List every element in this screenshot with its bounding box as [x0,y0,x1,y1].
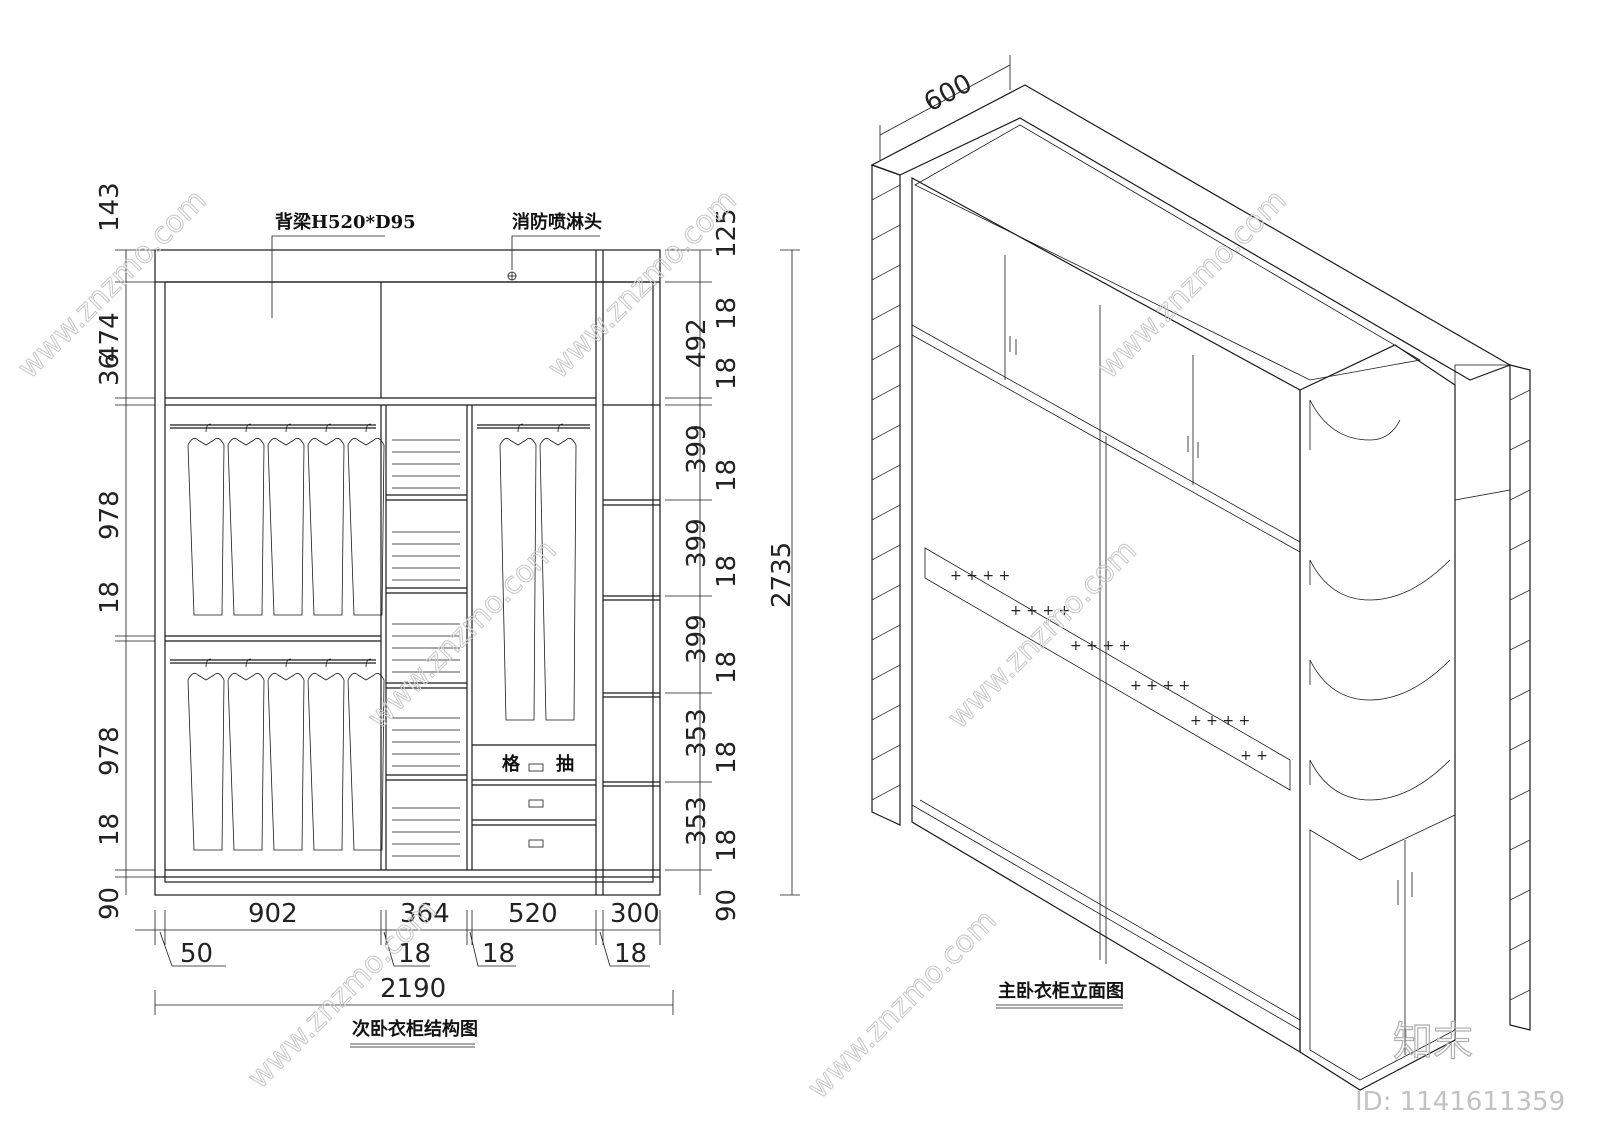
watermark-3: www.znzmo.com [1091,183,1294,386]
dim-bottom-5: 50 [180,939,213,969]
dim-left-2: 474 [95,312,125,362]
dim-right-2: 18 [712,297,742,330]
dim-right-3: 492 [682,318,712,368]
dim-right-7: 399 [682,518,712,568]
decorative-strip [924,547,1291,791]
dim-left-6: 978 [95,726,125,776]
dim-total-height: 2735 [767,542,797,608]
watermark-4: www.znzmo.com [361,533,564,736]
dim-right-6: 18 [712,459,742,492]
left-drawing-title: 次卧衣柜结构图 [352,1018,478,1040]
dim-total-width: 2190 [380,974,446,1004]
right-wall [1509,364,1531,1031]
left-wall [871,164,901,826]
image-id: ID: 1141611359 [1355,1087,1565,1117]
beam-label: 背梁H520*D95 [275,211,416,233]
structural-column [1454,364,1511,501]
dim-left-5: 18 [95,581,125,614]
wardrobe-structure-elevation: 背梁H520*D95 消防喷淋头 格 抽 143 474 36 978 18 9… [95,182,800,1048]
dim-left-7: 18 [95,813,125,846]
dim-bottom-7: 18 [482,939,515,969]
watermark-7: www.znzmo.com [801,903,1004,1106]
dim-right-5: 399 [682,424,712,474]
dim-left-8: 90 [95,887,125,920]
left-dimension-chain: 143 474 36 978 18 978 18 90 [95,182,155,920]
svg-text:+ + + +: + + + + [950,568,1010,584]
bottom-dimension-chain: 902 364 520 300 50 18 18 18 2190 [135,899,674,1015]
cabinet-inner-outline [164,281,654,883]
dim-bottom-3: 520 [508,899,558,929]
svg-text:+ +: + + [1240,748,1268,764]
dim-right-11: 353 [682,708,712,758]
dim-right-9: 399 [682,614,712,664]
dim-bottom-1: 902 [248,899,298,929]
dim-left-4: 978 [95,490,125,540]
dim-right-13: 353 [682,796,712,846]
dim-right-12: 18 [712,741,742,774]
svg-text:+ + + +: + + + + [1070,638,1130,654]
dim-bottom-2: 364 [400,899,450,929]
dim-right-10: 18 [712,651,742,684]
svg-text:+ + + +: + + + + [1130,678,1190,694]
ceiling-slab [870,84,1512,381]
svg-text:+ + + +: + + + + [1190,713,1250,729]
dim-bottom-8: 18 [614,939,647,969]
svg-text:+ + + +: + + + + [1010,603,1070,619]
decorative-strip-pattern: + + + + + + + + + + + + + + + + + + + + … [950,568,1268,764]
corner-lower-cabinet [1309,814,1456,1081]
dim-right-15: 90 [712,889,742,922]
dim-right-14: 18 [712,829,742,862]
watermarks: www.znzmo.com www.znzmo.com www.znzmo.co… [10,183,1565,1117]
cabinet-outline [154,249,661,896]
dim-left-1: 143 [95,182,125,232]
dim-right-4: 18 [712,357,742,390]
dim-depth: 600 [919,68,977,118]
dim-right-1: 125 [712,208,742,258]
dim-right-8: 18 [712,555,742,588]
drawer-label-a: 格 [502,753,521,775]
hanging-garments [187,423,577,851]
sprinkler-label: 消防喷淋头 [512,211,602,233]
folded-clothes-stacks [392,439,460,857]
right-drawing-title: 主卧衣柜立面图 [998,980,1124,1002]
drawer-label-b: 抽 [556,753,574,775]
watermark-5: www.znzmo.com [941,533,1144,736]
dim-bottom-6: 18 [398,939,431,969]
corner-shelf-unit [1299,344,1456,1091]
brand-logo: 知末 [1393,1019,1473,1065]
dim-left-3: 36 [95,353,125,386]
right-dimension-chain: 125 18 492 18 399 18 399 18 399 18 353 1… [665,208,800,922]
dim-bottom-4: 300 [610,899,660,929]
ceiling-beam [914,124,1422,381]
